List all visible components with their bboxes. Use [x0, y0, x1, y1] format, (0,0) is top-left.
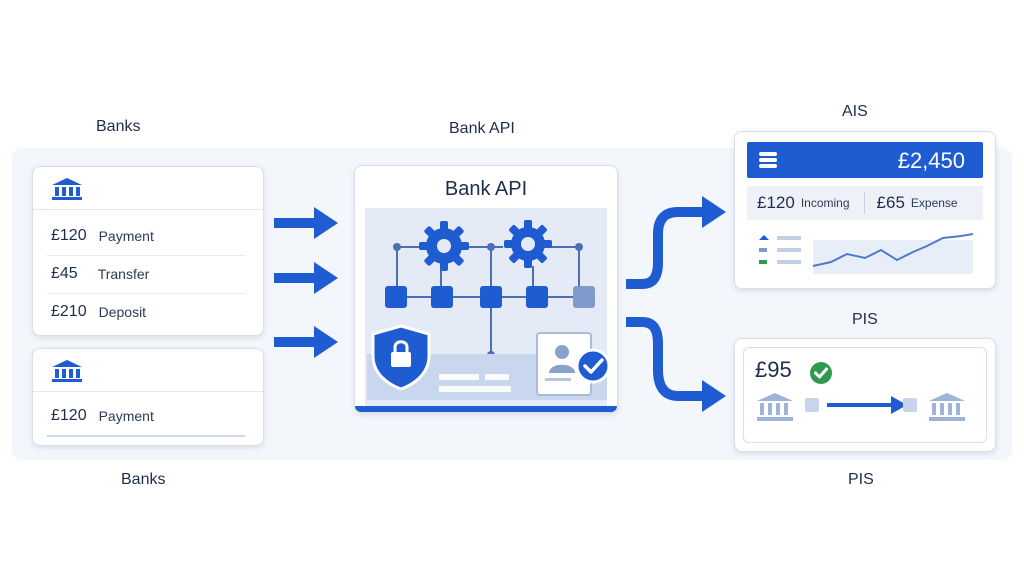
pis-amount: £95 — [755, 357, 792, 382]
arrow-right-icon — [827, 396, 907, 414]
gear-icon — [504, 220, 552, 268]
pis-label-mid: PIS — [852, 311, 878, 328]
bank-api-title: Bank API — [444, 178, 528, 200]
input-arrows — [274, 207, 338, 358]
bank-icon — [52, 178, 82, 200]
transaction-desc: Payment — [98, 228, 154, 244]
gear-icon — [419, 221, 469, 271]
bank-api-underline — [355, 406, 617, 412]
transaction-amount: £120 — [51, 407, 87, 424]
bank-card-2: £120 Payment — [32, 348, 264, 446]
arrow-right-icon — [626, 317, 726, 412]
ais-stats: £120 Incoming £65 Expense — [747, 186, 983, 220]
transaction-row: £210 Deposit — [47, 293, 245, 331]
arrow-right-icon — [274, 262, 338, 294]
ais-total-balance: £2,450 — [897, 148, 965, 173]
pis-card: £95 — [734, 338, 996, 452]
transaction-desc: Transfer — [97, 266, 150, 282]
bank-icon — [757, 393, 793, 421]
transaction-row: £120 Payment — [47, 397, 245, 437]
bank-icon — [929, 393, 965, 421]
transaction-row: £120 Payment — [47, 217, 245, 256]
stat-divider — [863, 192, 865, 214]
menu-icon — [759, 152, 777, 168]
ais-card: £2,450 £120 Incoming £65 Expense — [734, 131, 996, 289]
incoming-label: Incoming — [800, 196, 850, 210]
bank-api-label-top: Bank API — [449, 120, 515, 137]
banks-label-top: Banks — [96, 118, 141, 135]
bank-card-header — [33, 167, 263, 210]
bank-card-header — [33, 349, 263, 392]
ais-balance-bar: £2,450 — [747, 142, 983, 178]
transaction-amount: £210 — [51, 303, 87, 320]
transaction-amount: £120 — [51, 227, 87, 244]
user-check-icon — [536, 332, 611, 396]
check-circle-icon — [810, 362, 832, 384]
expense-label: Expense — [910, 196, 958, 210]
transaction-row: £45 Transfer — [47, 255, 245, 294]
ais-label: AIS — [842, 103, 868, 120]
bank-card-1: £120 Payment £45 Transfer £210 Deposit — [32, 166, 264, 336]
pis-transfer-flow — [757, 393, 965, 421]
pis-label-bottom: PIS — [848, 471, 874, 488]
api-network-diagram — [367, 220, 611, 400]
expense-amount: £65 — [876, 193, 905, 212]
transaction-amount: £45 — [51, 265, 78, 282]
ais-mini-chart — [759, 233, 974, 274]
arrow-right-icon — [274, 326, 338, 358]
arrow-right-icon — [626, 196, 726, 289]
incoming-amount: £120 — [757, 193, 795, 212]
shield-lock-icon — [371, 324, 431, 391]
output-arrows — [626, 196, 726, 412]
transaction-desc: Deposit — [98, 304, 147, 320]
bank-icon — [52, 360, 82, 382]
transaction-desc: Payment — [98, 408, 154, 424]
arrow-right-icon — [274, 207, 338, 239]
banks-label-bottom: Banks — [121, 471, 166, 488]
bank-api-card: Bank API — [354, 165, 618, 413]
